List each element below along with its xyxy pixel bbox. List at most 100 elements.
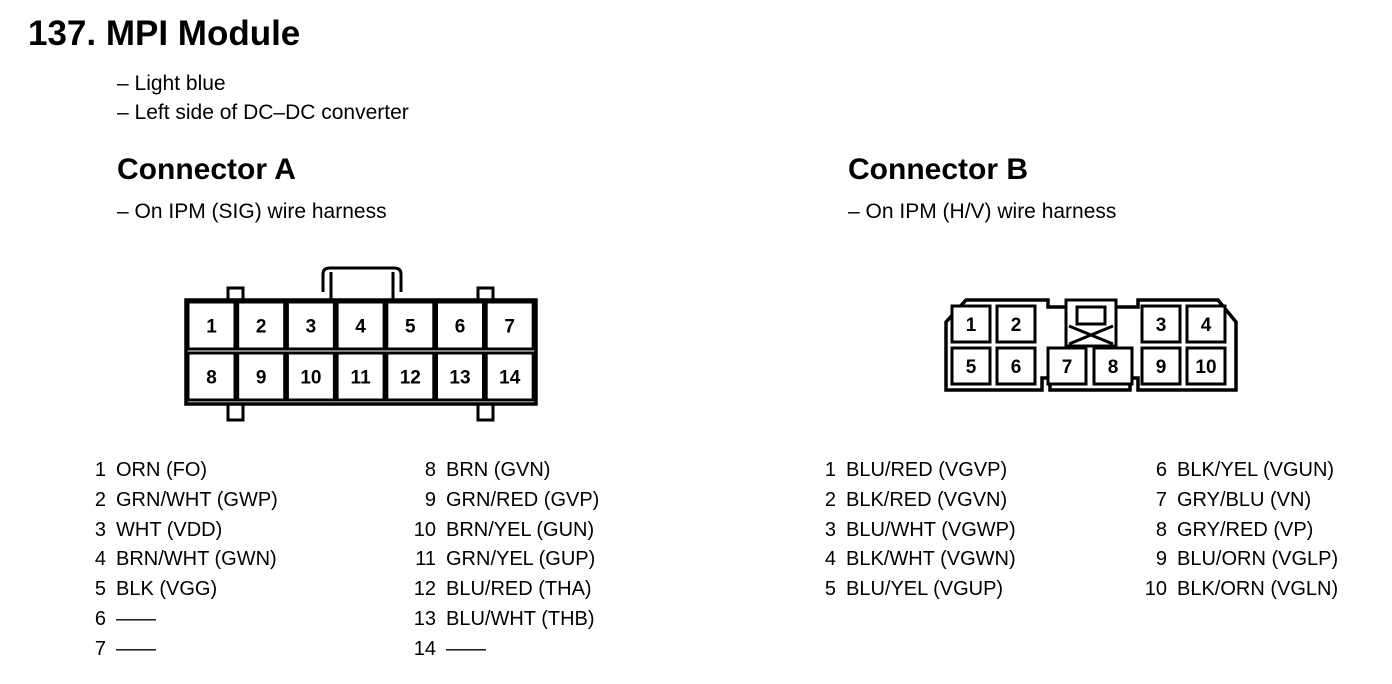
pin-label: 5 [405,317,416,338]
pin-cavity [1185,304,1227,344]
pin-number: 5 [94,578,106,601]
pin-wire: BRN/YEL (GUN) [446,518,595,541]
pin-number: 3 [94,518,106,541]
pin-wire: BLK (VGG) [116,578,218,601]
pin-wire: WHT (VDD) [116,518,223,541]
pin-number: 3 [824,518,836,541]
pin-wire: BLK/ORN (VGLN) [1177,578,1339,601]
list-item: 5 BLK (VGG) [88,575,278,605]
pin-label: 13 [449,368,470,389]
connector-a-latch [321,266,403,292]
pin-label: 2 [256,317,267,338]
pin-number: 1 [94,459,106,481]
pin-label: 10 [300,368,321,389]
pin-wire: GRY/RED (VP) [1177,518,1314,541]
connector-b-subtitle: – On IPM (H/V) wire harness [848,200,1117,223]
connector-a-heading: Connector A [117,153,296,186]
list-item: 8 BRN (GVN) [406,456,599,486]
pin-label: 12 [400,368,421,389]
pin-cavity [236,300,287,351]
pin-label: 9 [1156,357,1167,378]
pin-cavity [385,300,436,351]
pin-cavity [1046,346,1088,386]
pin-label: 3 [1156,315,1167,336]
pin-cavity [1185,346,1227,386]
pin-label: 4 [1201,315,1212,336]
pin-number: 10 [1144,578,1167,601]
pin-number: 5 [824,578,836,601]
pin-wire: GRY/BLU (VN) [1177,488,1312,511]
pin-wire: BLU/ORN (VGLP) [1177,548,1339,571]
pin-number: 9 [424,488,436,511]
pin-cavity [995,304,1037,344]
pin-cavity [435,351,485,402]
note-location: – Left side of DC–DC converter [117,101,409,124]
pin-label: 1 [966,315,977,336]
pin-number: 2 [94,488,106,511]
pin-number: 6 [1155,459,1167,481]
pin-label: 8 [1108,357,1119,378]
list-item: 7—— [88,635,278,665]
list-item: 3 WHT (VDD) [88,516,278,546]
pin-cavity [385,351,436,402]
list-item: 1 ORN (FO) [88,456,278,486]
pin-wire: —— [446,637,486,660]
pin-label: 1 [206,317,217,338]
pin-wire: BLK/WHT (VGWN) [846,548,1016,571]
pin-number: 8 [1155,518,1167,541]
pin-wire: BLK/YEL (VGUN) [1177,459,1335,481]
pin-number: 2 [824,488,836,511]
pin-cavity [484,351,535,402]
pin-cavity [335,300,386,351]
pin-label: 7 [504,317,515,338]
module-notes: – Light blue – Left side of DC–DC conver… [117,69,409,127]
pin-number: 1 [824,459,836,481]
pin-number: 12 [413,578,436,601]
pin-number: 6 [94,607,106,630]
pin-label: 5 [966,357,977,378]
pin-number: 8 [424,459,436,481]
connector-a-subtitle: – On IPM (SIG) wire harness [117,200,387,223]
pin-wire: GRN/WHT (GWP) [116,488,278,511]
connector-b-heading: Connector B [848,153,1028,186]
pin-number: 4 [824,548,836,571]
pin-cavity [484,300,535,351]
pin-wire: GRN/RED (GVP) [446,488,600,511]
pin-wire: BLU/YEL (VGUP) [846,578,1004,601]
list-item: 9 GRN/RED (GVP) [406,486,599,516]
pin-cavity [950,346,992,386]
pin-wire: BLU/WHT (THB) [446,607,595,630]
list-item: 14—— [406,635,599,665]
pin-number: 13 [413,607,436,630]
pin-cavity [435,300,485,351]
list-item: 2 GRN/WHT (GWP) [88,486,278,516]
pin-label: 11 [351,368,372,389]
pin-wire: BRN (GVN) [446,459,551,481]
note-color: – Light blue [117,72,226,95]
pin-wire: GRN/YEL (GUP) [446,548,596,571]
pin-label: 4 [355,317,366,338]
pin-label: 6 [455,317,466,338]
list-item: 8 GRY/RED (VP) [1137,516,1338,546]
pin-cavity [285,351,336,402]
pin-cavity [236,351,287,402]
pin-cavity [1140,346,1182,386]
list-item: 6 BLK/YEL (VGUN) [1137,456,1338,486]
pin-label: 14 [499,368,521,389]
pin-label: 2 [1011,315,1022,336]
list-item: 13 BLU/WHT (THB) [406,605,599,635]
pin-wire: ORN (FO) [116,459,208,481]
list-item: 4 BLK/WHT (VGWN) [818,545,1016,575]
pin-label: 7 [1062,357,1073,378]
pin-label: 3 [306,317,317,338]
